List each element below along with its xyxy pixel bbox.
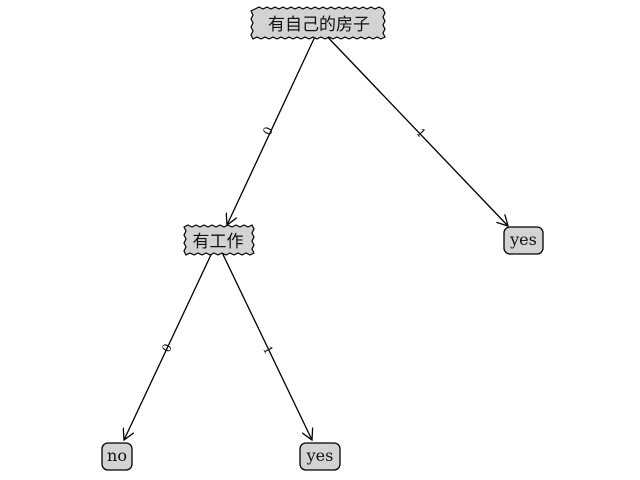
edge-root-to-job: [227, 27, 320, 225]
decision-node-job-label: 有工作: [193, 232, 244, 252]
decision-node-job: 有工作: [183, 224, 255, 256]
leaf-node-yes-right: yes: [503, 226, 544, 255]
edge-label-job-yes: 1: [260, 343, 276, 356]
decision-node-root-label: 有自己的房子: [268, 15, 370, 35]
edge-label-job-no: 0: [159, 342, 175, 355]
leaf-box: [299, 442, 341, 471]
decision-node-root: 有自己的房子: [250, 6, 386, 40]
edge-job-to-yes: [216, 241, 312, 440]
edge-label-root-yes: 1: [413, 125, 428, 140]
edge-root-to-yes: [318, 27, 508, 226]
leaf-node-no: no: [101, 442, 133, 471]
leaf-box: [101, 442, 133, 471]
sawtooth-box: [183, 224, 255, 256]
edge-job-to-no: [124, 241, 218, 440]
leaf-node-yes-bottom: yes: [299, 442, 341, 471]
edges: [124, 27, 508, 440]
leaf-node-no-label: no: [107, 446, 127, 465]
leaf-node-yes-bottom-label: yes: [306, 446, 334, 465]
sawtooth-box: [250, 6, 386, 40]
leaf-node-yes-right-label: yes: [509, 230, 537, 249]
leaf-box: [503, 226, 544, 255]
